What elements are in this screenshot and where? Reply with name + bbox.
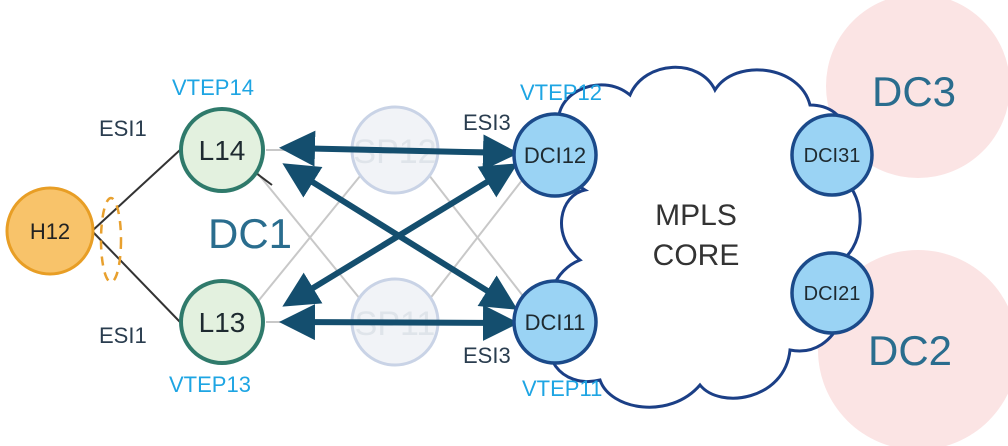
l14-label: L14 xyxy=(199,135,246,166)
overlay-tunnels xyxy=(279,130,519,341)
l13-label: L13 xyxy=(199,307,246,338)
dci11-label: DCI11 xyxy=(525,310,586,335)
esi3-top-label: ESI3 xyxy=(463,110,511,135)
esi1-bottom-label: ESI1 xyxy=(99,323,147,348)
tunnel-l13-dci12 xyxy=(282,163,518,307)
node-l13 xyxy=(179,279,265,365)
tunnel-l14-dci12 xyxy=(279,130,519,171)
node-dci21 xyxy=(790,251,874,335)
link-h12-l13 xyxy=(91,230,181,323)
h12-label: H12 xyxy=(30,219,70,244)
vtep12-label: VTEP12 xyxy=(520,80,602,105)
node-h12 xyxy=(5,186,95,276)
dc3-label: DC3 xyxy=(872,68,956,115)
node-dci31 xyxy=(790,113,874,197)
esi-lag-indicator xyxy=(99,196,123,284)
link-h12-l14 xyxy=(91,149,181,232)
dc3-region xyxy=(826,0,1008,178)
dci12-label: DCI12 xyxy=(524,143,586,168)
tunnel-l13-dci11 xyxy=(279,304,519,341)
esi3-bottom-label: ESI3 xyxy=(463,343,511,368)
node-dci12 xyxy=(512,112,598,198)
vtep11-label: VTEP11 xyxy=(522,376,602,401)
dci31-label: DCI31 xyxy=(804,145,861,167)
dc1-label: DC1 xyxy=(208,210,292,257)
mpls-cloud xyxy=(548,65,862,409)
mpls-label: MPLS xyxy=(655,199,737,232)
dci21-label: DCI21 xyxy=(804,283,861,305)
dc2-label: DC2 xyxy=(868,327,952,374)
vtep13-label: VTEP13 xyxy=(169,372,251,397)
node-dci11 xyxy=(512,279,598,365)
node-l14 xyxy=(179,107,265,193)
vtep14-label: VTEP14 xyxy=(172,75,254,100)
esi1-top-label: ESI1 xyxy=(99,116,147,141)
core-label: CORE xyxy=(653,239,740,272)
